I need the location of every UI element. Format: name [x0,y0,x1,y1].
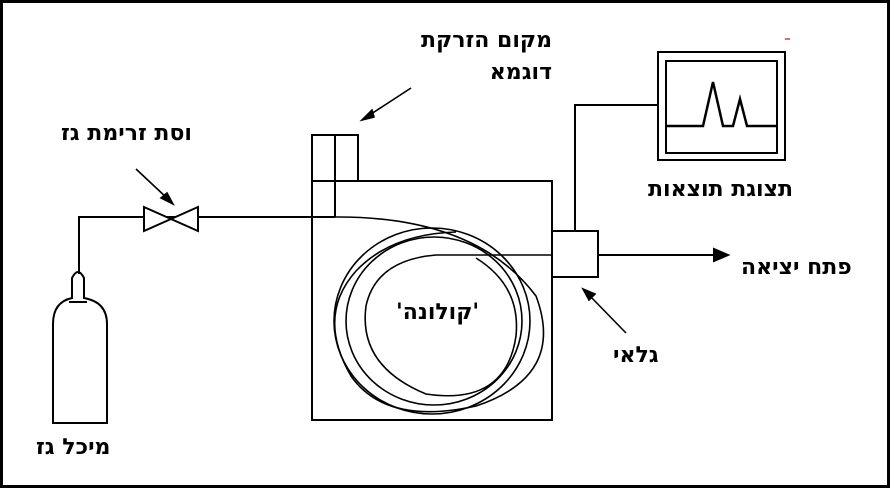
pointer-arrows [135,87,627,334]
flow-regulator-label: וסת זרימת גז [61,121,192,146]
detector-label: גלאי [613,343,659,368]
column-label: 'קולונה' [396,300,480,325]
injection-label-line2: דוגמא [489,60,553,85]
monitor-icon [657,51,786,161]
valve-icon [143,205,199,233]
results-display-label: תצוגת תוצאות [648,177,793,202]
injector-port [311,134,359,217]
column-coil [333,216,552,415]
exit-arrow-icon [713,247,731,263]
oven-box [311,180,553,421]
gas-tank-icon [52,271,108,424]
detector-box [551,230,599,278]
signal-line [574,104,658,231]
injection-label-line1: מקום הזרקת [421,28,553,53]
injection-label: מקום הזרקת דוגמא [421,25,552,89]
diagram-drawing [52,38,790,424]
gas-line [78,216,335,274]
gas-tank-label: מיכל גז [36,435,111,460]
exit-label: פתח יציאה [741,255,852,280]
